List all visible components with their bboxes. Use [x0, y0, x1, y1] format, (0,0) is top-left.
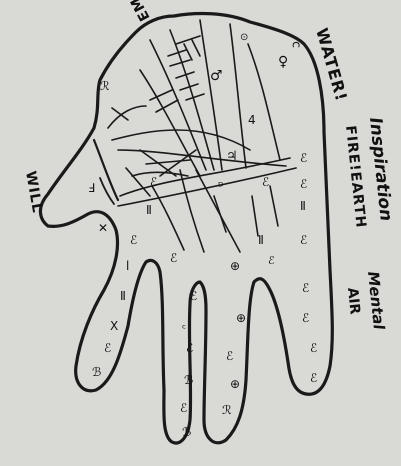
svg-text:ℰ: ℰ	[310, 371, 317, 385]
svg-text:ᶜ: ᶜ	[182, 322, 186, 335]
svg-text:ᴰ: ᴰ	[218, 180, 223, 193]
svg-text:ℰ: ℰ	[190, 289, 197, 303]
svg-text:ℬ: ℬ	[182, 425, 191, 439]
svg-text:♀: ♀	[278, 54, 288, 70]
svg-text:ℰ: ℰ	[150, 175, 157, 189]
svg-text:ℛ: ℛ	[222, 403, 232, 417]
svg-text:Ⅱ: Ⅱ	[258, 233, 264, 247]
svg-text:♃: ♃	[226, 149, 238, 164]
svg-text:ℰ: ℰ	[130, 233, 137, 247]
svg-text:ℰ: ℰ	[104, 341, 111, 355]
svg-text:ℰ: ℰ	[226, 349, 233, 363]
svg-text:⊙: ⊙	[240, 32, 248, 43]
label-air: AIR	[344, 287, 363, 316]
svg-text:⊕: ⊕	[236, 311, 246, 325]
svg-text:ℰ: ℰ	[300, 177, 307, 191]
svg-text:ℰ: ℰ	[170, 251, 177, 265]
svg-text:Ⅱ: Ⅱ	[146, 203, 152, 217]
svg-text:ℰ: ℰ	[186, 341, 193, 355]
svg-text:ᴒ: ᴒ	[292, 37, 300, 51]
svg-text:ℰ: ℰ	[310, 341, 317, 355]
svg-text:ℰ: ℰ	[180, 401, 187, 415]
svg-text:ℬ: ℬ	[92, 365, 101, 379]
svg-text:⊕: ⊕	[230, 259, 240, 273]
svg-text:Ⅹ: Ⅹ	[110, 319, 118, 333]
svg-text:ℬ: ℬ	[184, 373, 193, 387]
svg-text:ⅼ: ⅼ	[126, 259, 129, 273]
svg-text:Ⅱ: Ⅱ	[300, 199, 306, 213]
svg-text:Ⅱ: Ⅱ	[120, 289, 126, 303]
svg-text:♂: ♂	[210, 68, 223, 84]
svg-text:ℰ: ℰ	[300, 151, 307, 165]
svg-text:ℛ: ℛ	[100, 79, 110, 93]
svg-text:ℰ: ℰ	[300, 233, 307, 247]
svg-text:ℰ: ℰ	[268, 254, 275, 267]
svg-text:Ⅎ: Ⅎ	[88, 181, 95, 195]
svg-text:4: 4	[248, 113, 256, 127]
svg-text:✕: ✕	[98, 221, 108, 235]
svg-text:ℰ: ℰ	[302, 311, 309, 325]
svg-text:ℰ: ℰ	[262, 175, 269, 189]
svg-text:ℰ: ℰ	[302, 281, 309, 295]
svg-text:⊕: ⊕	[230, 377, 240, 391]
